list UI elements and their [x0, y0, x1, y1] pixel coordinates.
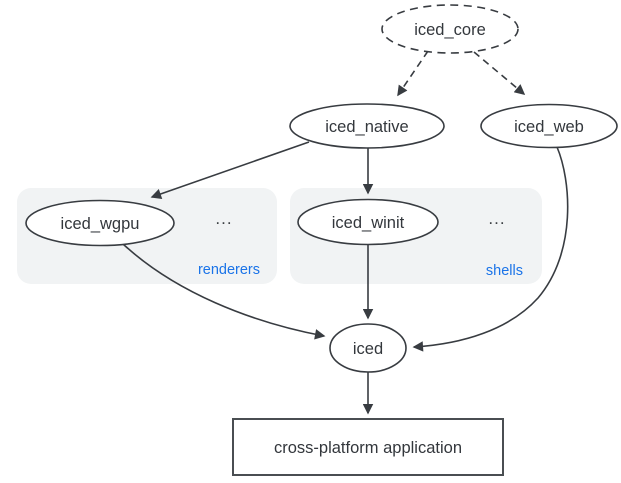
renderers-ellipsis: ...: [215, 209, 232, 228]
iced-ellipse: [329, 323, 407, 373]
application-label: cross-platform application: [274, 439, 462, 457]
renderers-group-label: renderers: [198, 262, 260, 278]
iced-native-ellipse: [289, 103, 445, 149]
node-iced: iced: [329, 323, 407, 373]
edge-iced-core-to-iced-web: [473, 51, 526, 95]
iced-label: iced: [353, 340, 383, 358]
edge-iced-core-to-iced-native: [397, 50, 429, 97]
edge-iced-wgpu-to-iced: [122, 243, 326, 340]
node-iced-core: iced_core: [381, 4, 519, 54]
shells-group-label: shells: [486, 263, 523, 279]
node-cross-platform-application: cross-platform application: [232, 418, 504, 476]
application-rect: [232, 418, 504, 476]
iced-winit-ellipse: [297, 198, 439, 246]
iced-web-label: iced_web: [514, 118, 584, 136]
iced-web-ellipse: [480, 103, 618, 149]
shells-ellipsis: ...: [488, 209, 505, 228]
iced-wgpu-label: iced_wgpu: [61, 215, 140, 233]
node-iced-native: iced_native: [289, 103, 445, 149]
node-iced-wgpu: iced_wgpu: [25, 199, 175, 247]
node-iced-winit: iced_winit: [297, 198, 439, 246]
iced-winit-label: iced_winit: [332, 214, 405, 232]
iced-core-label: iced_core: [414, 21, 486, 39]
iced-core-ellipse: [381, 4, 519, 54]
edge-iced-web-to-iced: [412, 146, 569, 352]
node-iced-web: iced_web: [480, 103, 618, 149]
iced-native-label: iced_native: [325, 118, 408, 136]
edge-iced-native-to-iced-wgpu: [150, 141, 310, 199]
iced-wgpu-ellipse: [25, 199, 175, 247]
